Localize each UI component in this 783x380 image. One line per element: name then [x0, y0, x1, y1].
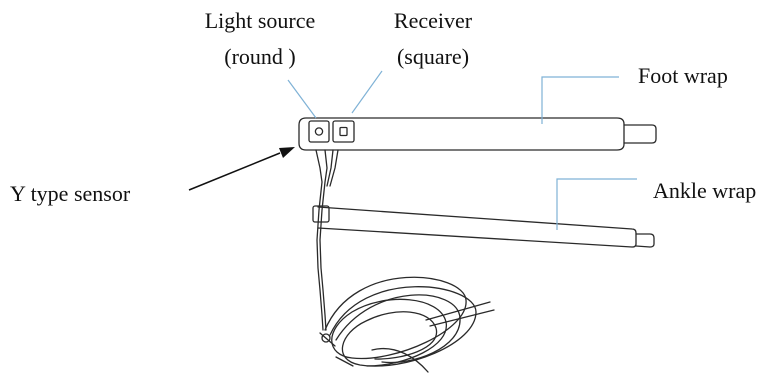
foot-wrap-leader: [541, 76, 619, 124]
y-type-sensor-label: Y type sensor: [10, 181, 131, 206]
ankle-wrap-label: Ankle wrap: [653, 178, 757, 203]
ankle-wrap-leader: [556, 178, 637, 230]
light-source-window: [308, 120, 330, 143]
foot-wrap-strap: [298, 117, 657, 151]
receiver-shape-label: (square): [396, 44, 470, 69]
receiver-leader: [351, 70, 383, 114]
foot-wrap-label: Foot wrap: [638, 63, 728, 88]
y-type-sensor-arrow: [188, 147, 295, 191]
receiver-window: [332, 120, 355, 143]
light-source-label: Light source: [204, 8, 316, 33]
ankle-wrap-strap: [317, 206, 655, 248]
light-source-shape-label: (round ): [224, 44, 296, 69]
receiver-label: Receiver: [393, 8, 473, 33]
sensor-cable: [312, 149, 495, 373]
light-source-leader: [287, 79, 317, 119]
